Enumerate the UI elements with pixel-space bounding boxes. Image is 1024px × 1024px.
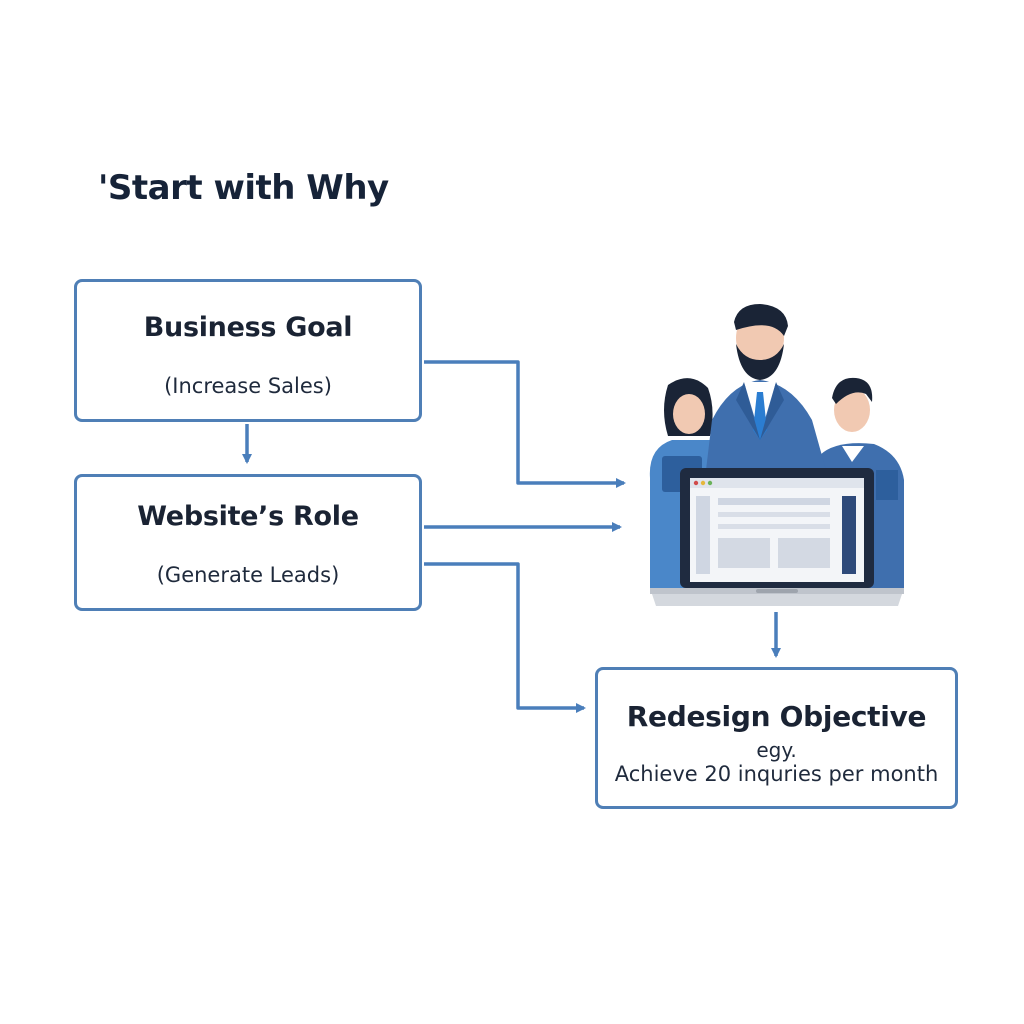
arrow-role-to-objective bbox=[424, 562, 586, 713]
redesign-objective-heading: Redesign Objective bbox=[626, 700, 927, 733]
laptop-icon bbox=[650, 468, 904, 606]
business-goal-box: Business Goal (Increase Sales) bbox=[74, 279, 422, 422]
redesign-objective-note: egy. bbox=[756, 738, 797, 762]
redesign-objective-box: Redesign Objective egy. Achieve 20 inqur… bbox=[595, 667, 958, 809]
business-goal-sub: (Increase Sales) bbox=[164, 374, 332, 398]
arrow-goal-to-team bbox=[424, 360, 626, 488]
website-role-heading: Website’s Role bbox=[137, 501, 359, 532]
redesign-objective-sub: Achieve 20 inquries per month bbox=[614, 762, 939, 786]
website-role-sub: (Generate Leads) bbox=[156, 563, 340, 587]
website-role-box: Website’s Role (Generate Leads) bbox=[74, 474, 422, 611]
business-goal-heading: Business Goal bbox=[143, 312, 353, 343]
page-title: 'Start with Why bbox=[98, 168, 389, 208]
